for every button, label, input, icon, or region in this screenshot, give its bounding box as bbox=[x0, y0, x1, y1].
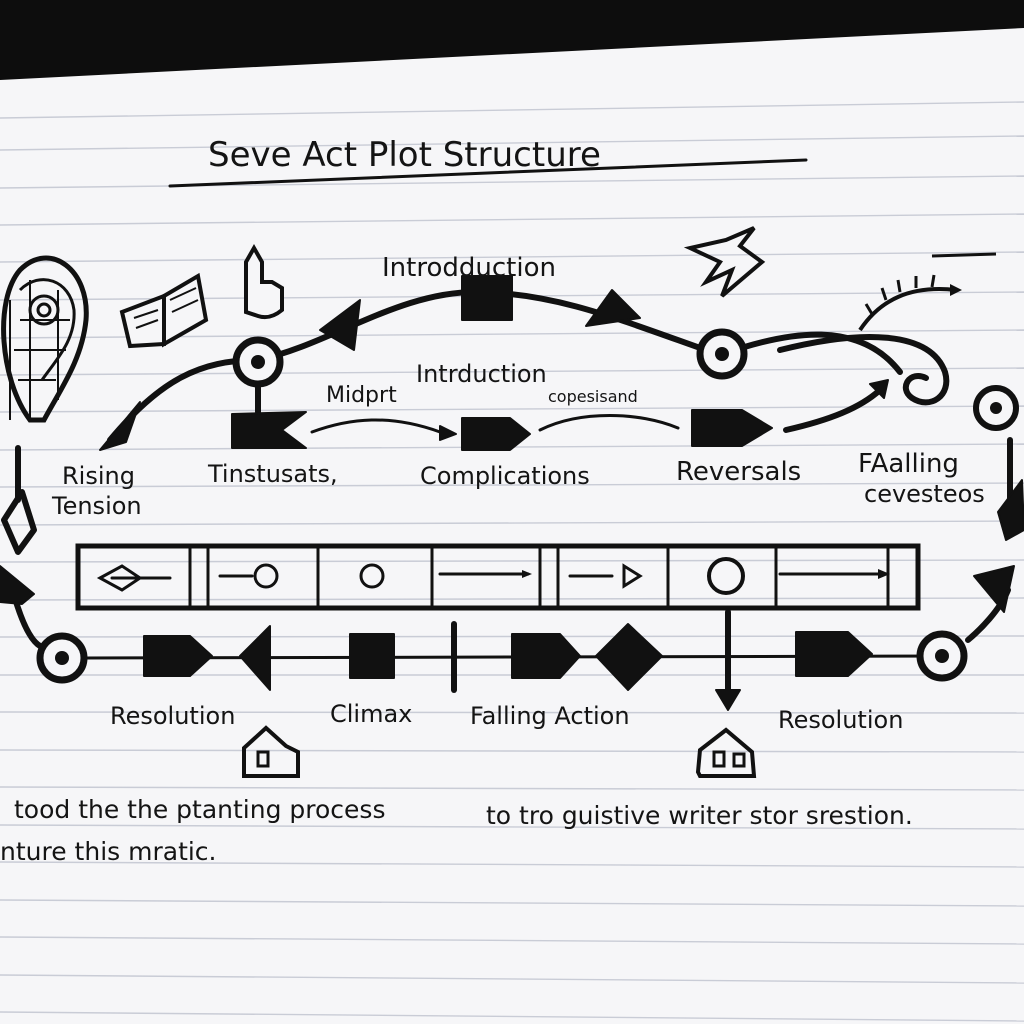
house-icon-2 bbox=[695, 727, 757, 778]
stage-label-climax: Climax bbox=[330, 700, 412, 728]
mid-arrow-tip-1 bbox=[439, 425, 457, 441]
caption-line-1b: to tro guistive writer stor srestion. bbox=[486, 801, 913, 830]
arc-top-label: Introdduction bbox=[382, 253, 556, 283]
page-title: Seve Act Plot Structure bbox=[208, 135, 601, 175]
bottom-diamond-node bbox=[595, 623, 663, 691]
spiral-curl bbox=[777, 334, 950, 406]
stage-label-resolution-2: Resolution bbox=[778, 706, 903, 734]
stage-label-resolution-1: Resolution bbox=[110, 702, 235, 730]
flag-node bbox=[231, 411, 307, 449]
tree-icon bbox=[1, 255, 89, 423]
stage-label-falling: FAalling bbox=[858, 449, 959, 479]
left-side-connector bbox=[1, 445, 37, 555]
stage-label-falling-action: Falling Action bbox=[470, 702, 630, 730]
right-side-diamond bbox=[997, 479, 1024, 541]
bottom-arrow-1 bbox=[143, 635, 213, 677]
left-side-arrow bbox=[0, 565, 35, 605]
mid-arrow-tip-3 bbox=[869, 379, 889, 399]
house-icon bbox=[242, 725, 300, 778]
bottom-square-node bbox=[349, 633, 395, 679]
arc-node-far-right bbox=[973, 385, 1019, 431]
arc-node-right bbox=[696, 328, 748, 380]
caption-line-1a: tood the the ptanting process bbox=[14, 795, 385, 824]
stage-label-cevesteos: cevesteos bbox=[864, 480, 985, 508]
mid-connector-1 bbox=[310, 418, 442, 434]
bottom-arrow-2 bbox=[511, 633, 581, 679]
book-icon bbox=[119, 272, 209, 349]
arc-node-left bbox=[232, 336, 284, 388]
mid-connector-2 bbox=[538, 414, 680, 432]
arc-arrow-2 bbox=[585, 289, 641, 327]
midpoint-label: Midprt bbox=[326, 383, 397, 408]
screen-bezel bbox=[0, 0, 1024, 80]
stage-label-tension: Tension bbox=[51, 492, 142, 520]
arc-mid-label: Intrduction bbox=[416, 360, 547, 388]
arc-square-node bbox=[461, 275, 513, 321]
stage-label-rising: Rising bbox=[62, 462, 135, 490]
arc-small-label: copesisand bbox=[548, 387, 638, 406]
stage-label-reversals: Reversals bbox=[676, 457, 801, 487]
bottom-node-right bbox=[916, 630, 968, 682]
arc-arrow-1 bbox=[319, 299, 361, 351]
mid-arrow-node-1 bbox=[461, 417, 531, 451]
pointing-hand-icon bbox=[244, 243, 284, 320]
caption-line-2: nture this mratic. bbox=[0, 837, 217, 866]
right-side-arrow bbox=[973, 565, 1015, 613]
mid-connector-3 bbox=[783, 387, 883, 433]
timeline-bar bbox=[75, 543, 921, 611]
stage-label-tinstusats: Tinstusats, bbox=[207, 460, 338, 488]
bottom-node-left bbox=[36, 632, 88, 684]
arrow-head-left bbox=[99, 401, 141, 451]
stage-label-complications: Complications bbox=[420, 462, 590, 490]
title-underline bbox=[168, 158, 808, 188]
vine-icon bbox=[858, 252, 997, 332]
down-arrow-tip bbox=[715, 689, 741, 711]
bottom-arrow-back bbox=[239, 625, 271, 691]
lightning-icon bbox=[683, 226, 766, 298]
bottom-arrow-3 bbox=[795, 631, 873, 677]
mid-arrow-node-2 bbox=[691, 409, 773, 447]
